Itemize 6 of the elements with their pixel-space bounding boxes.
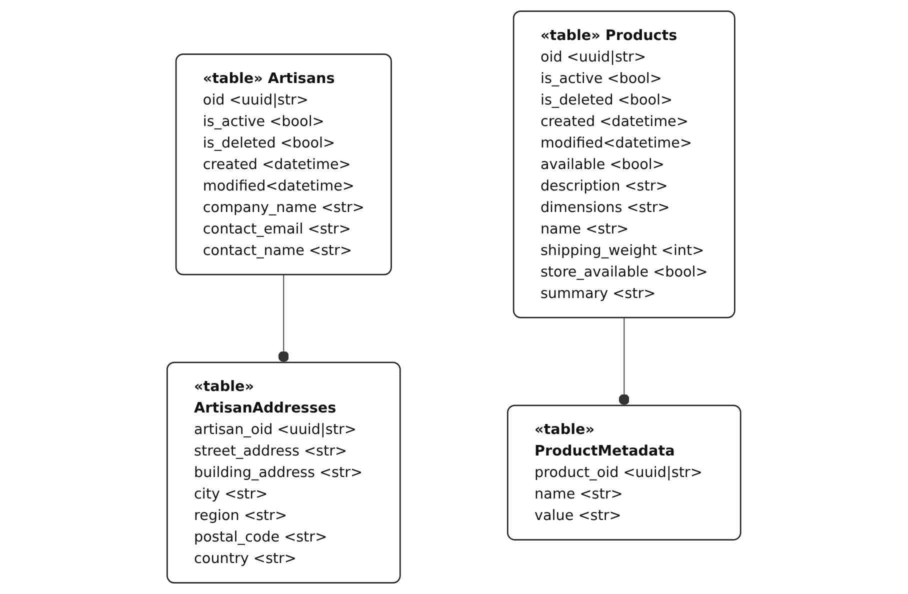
connector <box>618 317 630 406</box>
node-box: «table» ProductMetadata product_oid <uuid|str> name <str> value <str> <box>507 404 742 540</box>
node-box: «table» Artisans oid <uuid|str> is_active <bool> is_deleted <bool> created <datetime> modified<datetime> company_name <str> contact_email <str> contact_name <str> <box>175 54 392 276</box>
connector <box>278 274 290 363</box>
node-box: «table» Products oid <uuid|str> is_active <bool> is_deleted <bool> created <datetime> modified<datetime> available <bool> description <str> dimensions <str> name <str> shipping_weight <int> store_available <bool> summary <str> <box>513 10 736 318</box>
node-box: «table» ArtisanAddresses artisan_oid <uuid|str> street_address <str> building_address <str> city <str> region <str> postal_code <str> country <str> <box>166 362 401 584</box>
